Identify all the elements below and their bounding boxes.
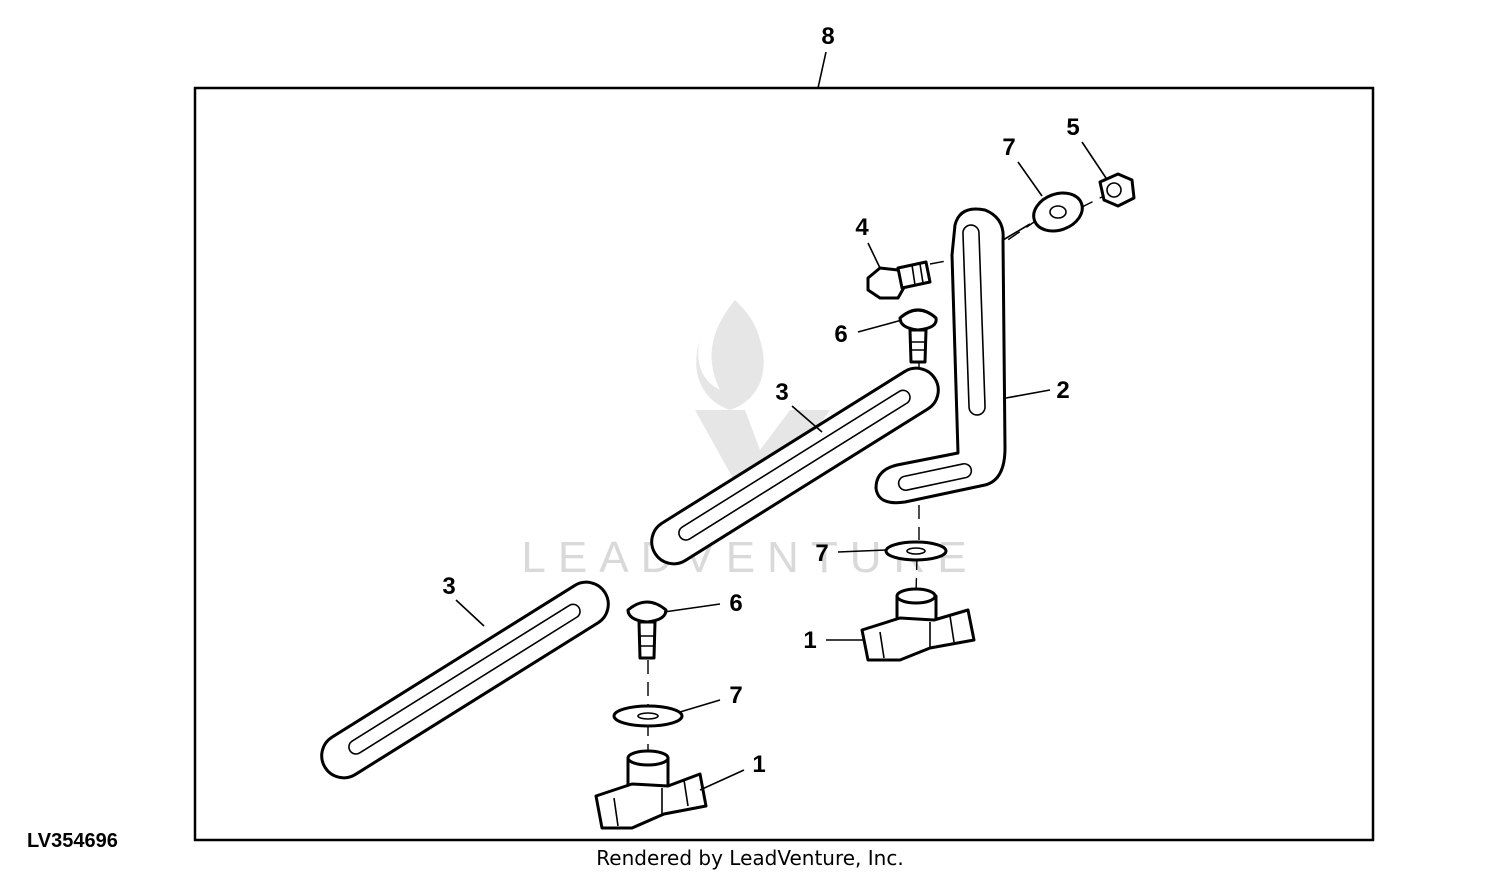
knob-left xyxy=(594,749,708,830)
callout-strap-lower: 3 xyxy=(442,573,455,600)
leader-carriage-bolt-upper xyxy=(857,319,903,333)
callout-washer-top: 7 xyxy=(1002,134,1015,161)
hex-nut xyxy=(1098,172,1136,208)
figure-id: LV354696 xyxy=(27,830,118,852)
leader-washer-lower xyxy=(679,699,721,713)
watermark-flame-icon xyxy=(696,300,764,410)
strap-upper xyxy=(650,366,940,566)
callout-knob-right: 1 xyxy=(803,627,816,654)
leader-nut xyxy=(1081,141,1107,179)
callout-assembly: 8 xyxy=(821,23,834,50)
callout-carriage-bolt-lower: 6 xyxy=(729,590,742,617)
leader-bolt xyxy=(867,242,881,269)
strap-lower xyxy=(320,580,610,780)
callout-strap-upper: 3 xyxy=(775,379,788,406)
callout-knob-left: 1 xyxy=(752,751,765,778)
leader-assembly xyxy=(817,51,827,89)
leader-strap-upper xyxy=(791,405,823,433)
watermark-v-logo-icon xyxy=(695,410,830,500)
callout-carriage-bolt-upper: 6 xyxy=(834,321,847,348)
leader-carriage-bolt-lower xyxy=(663,603,721,613)
callout-nut: 5 xyxy=(1066,114,1079,141)
callout-bracket: 2 xyxy=(1056,377,1069,404)
knob-right xyxy=(860,587,976,662)
leader-bracket xyxy=(1005,389,1051,399)
l-bracket xyxy=(874,207,1007,505)
leader-bracket-top xyxy=(1002,223,1031,241)
callout-washer-middle: 7 xyxy=(815,540,828,567)
carriage-bolt-lower xyxy=(626,600,668,660)
washer-top xyxy=(1032,191,1084,233)
callout-washer-lower: 7 xyxy=(729,682,742,709)
callout-bolt: 4 xyxy=(855,214,869,241)
carriage-bolt-upper xyxy=(898,308,938,364)
flange-bolt xyxy=(866,260,932,300)
leader-strap-lower xyxy=(455,599,485,627)
washer-middle xyxy=(884,540,948,562)
footer-credit: Rendered by LeadVenture, Inc. xyxy=(596,846,903,870)
leader-knob-left xyxy=(699,769,745,791)
washer-lower xyxy=(612,704,684,728)
assembly-frame xyxy=(193,86,1375,842)
leader-washer-top xyxy=(1017,161,1043,197)
leader-washer-middle xyxy=(837,549,887,553)
